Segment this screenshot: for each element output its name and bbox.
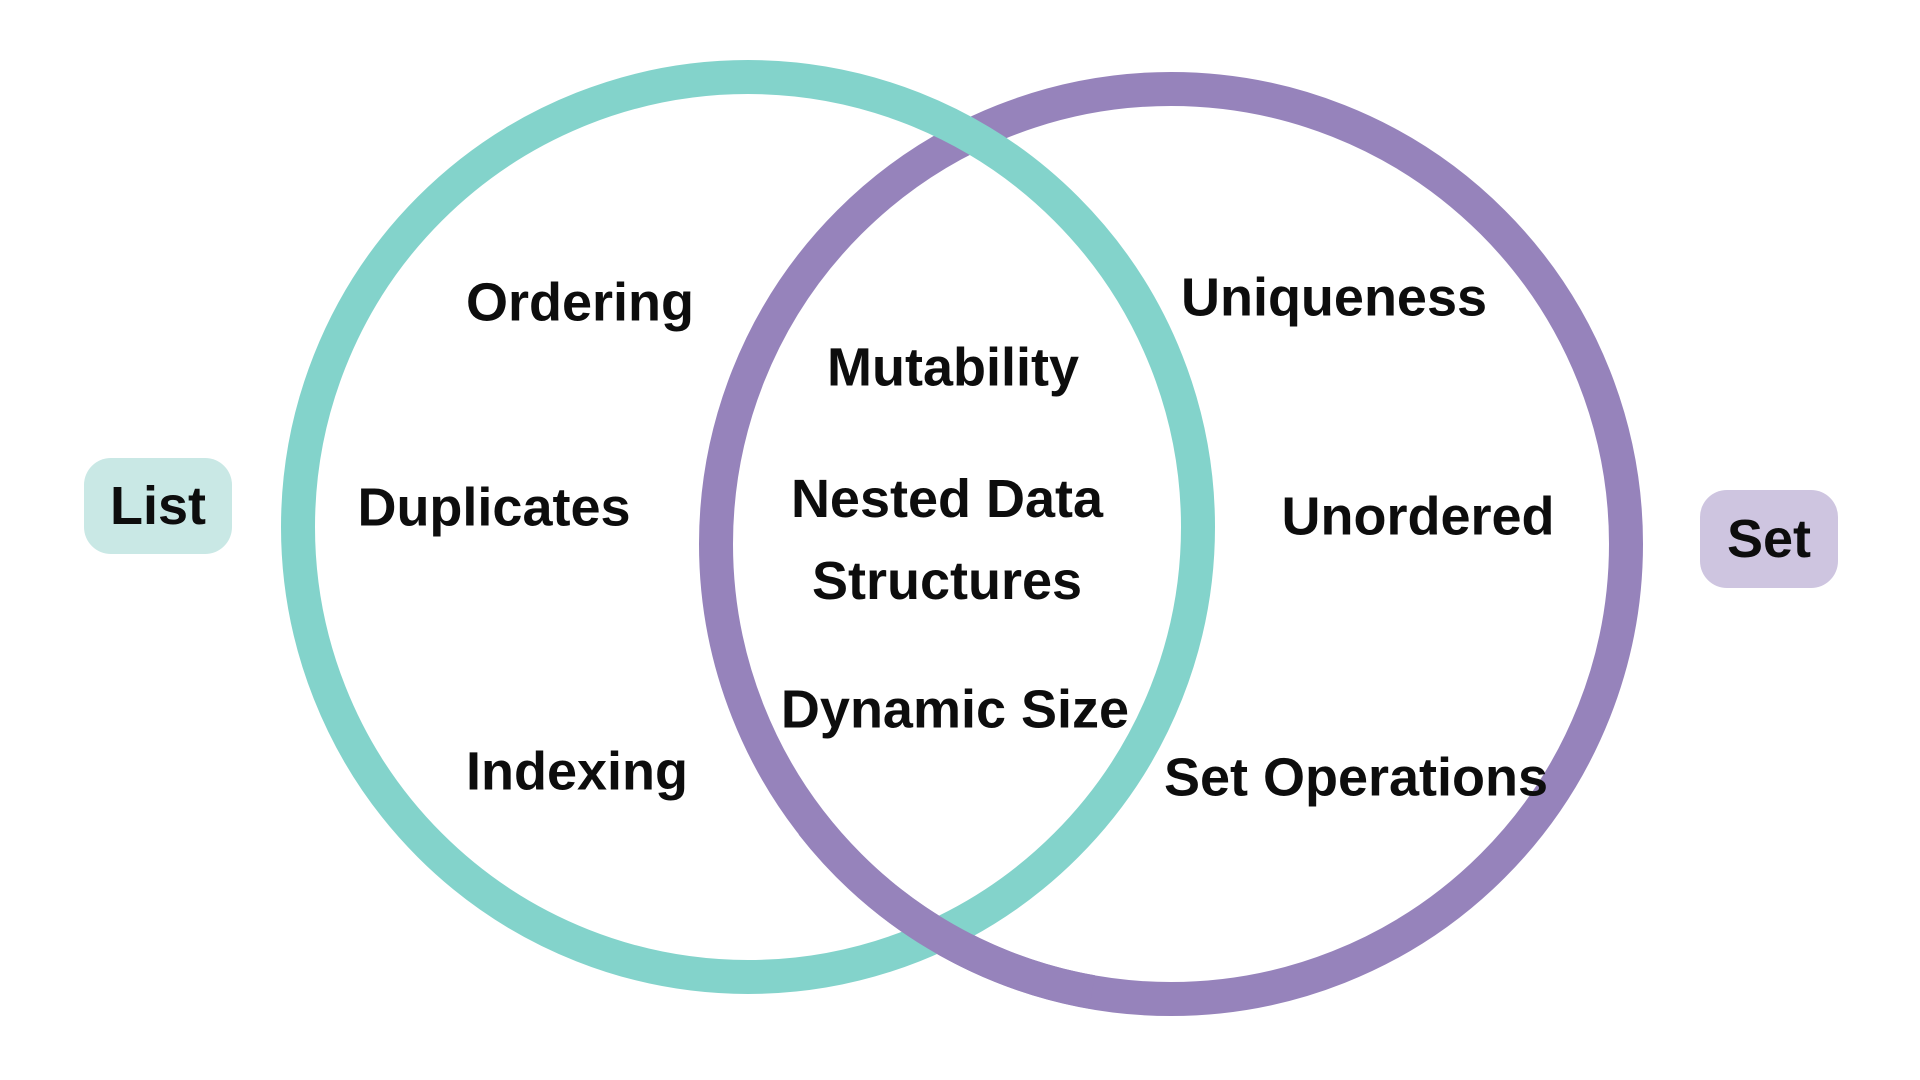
set-item-uniqueness: Uniqueness [1180,267,1488,328]
intersection-item-dynamic-size: Dynamic Size [780,679,1130,740]
list-badge: List [84,458,232,554]
list-circle [281,60,1215,994]
intersection-item-nested-data-structures: Nested Data Structures [790,469,1104,611]
set-circle-overlap-arc [798,813,1095,1009]
set-item-unordered: Unordered [1281,486,1555,547]
list-item-ordering: Ordering [465,272,695,333]
set-badge: Set [1700,490,1838,588]
list-item-indexing: Indexing [465,741,689,802]
intersection-item-mutability: Mutability [827,337,1079,398]
set-item-set-operations: Set Operations [1163,747,1549,808]
set-circle [699,72,1643,1016]
list-item-duplicates: Duplicates [357,477,631,538]
